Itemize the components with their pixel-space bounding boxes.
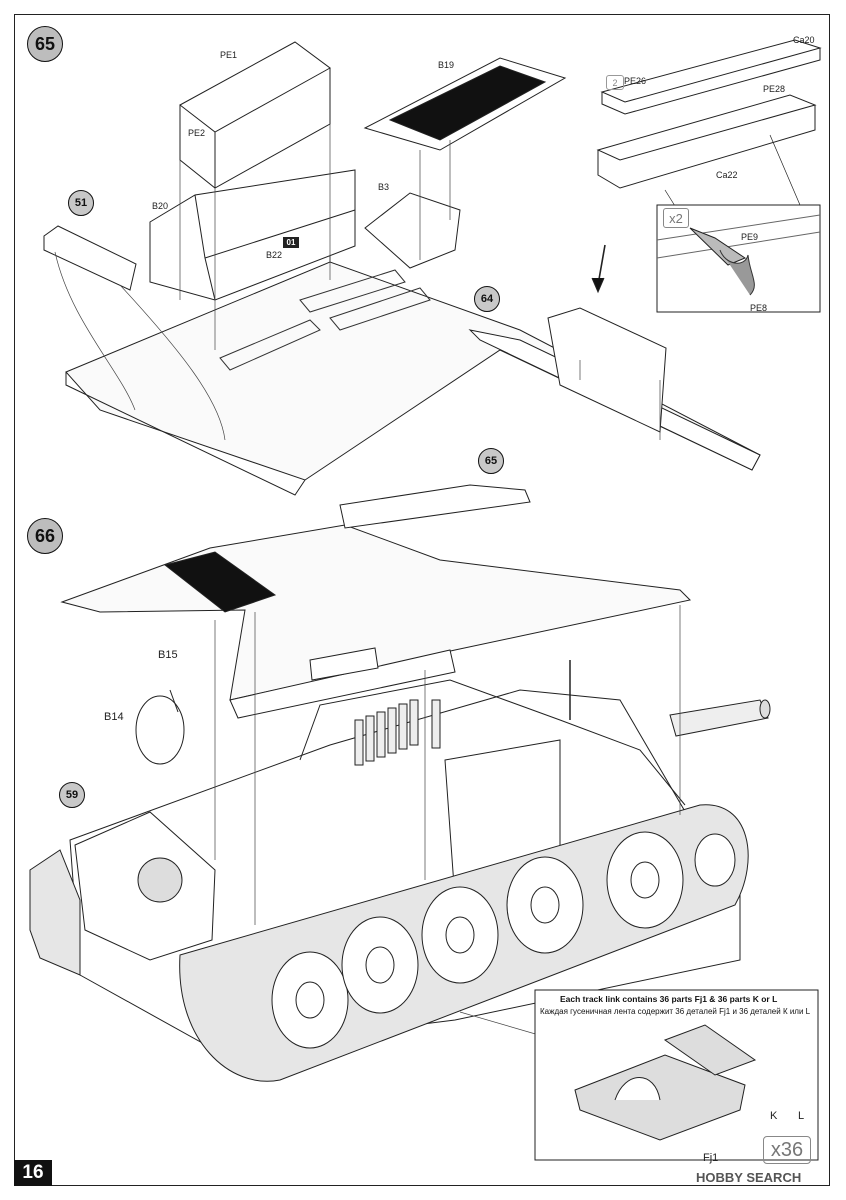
grille-pe1 <box>179 41 331 133</box>
label-b3: B3 <box>378 182 390 192</box>
label-pe1: PE1 <box>220 50 238 60</box>
label-b22: B22 <box>266 250 283 260</box>
label-ca22: Ca22 <box>716 170 738 180</box>
road-wheels <box>271 831 736 1049</box>
label-ca20: Ca20 <box>793 35 815 45</box>
ref-59: 59 <box>59 782 85 808</box>
track-left <box>29 849 81 976</box>
step-65-badge: 65 <box>27 26 63 62</box>
fender-box-right <box>547 307 667 433</box>
track-note-ru: Каждая гусеничная лента содержит 36 дета… <box>540 1007 811 1016</box>
label-pe2: PE2 <box>188 128 206 138</box>
watermark: HOBBY SEARCH <box>696 1170 802 1185</box>
hatch-b14 <box>135 695 185 765</box>
page-frame <box>14 14 830 1186</box>
roof-grille <box>163 551 277 613</box>
ref-65: 65 <box>478 448 504 474</box>
label-b19: B19 <box>438 60 455 70</box>
label-b20: B20 <box>152 201 169 211</box>
track-note-en: Each track link contains 36 parts Fj1 & … <box>560 994 778 1004</box>
part-ca20 <box>600 39 822 103</box>
label-pe8: PE8 <box>750 303 768 313</box>
page-number: 16 <box>14 1160 52 1186</box>
label-pe9: PE9 <box>741 232 759 242</box>
track-link <box>574 1024 757 1141</box>
hatch-b3 <box>364 192 461 269</box>
label-pe26: PE26 <box>624 76 647 86</box>
label-pe28: PE28 <box>763 84 786 94</box>
multiplier-x2: x2 <box>663 208 689 228</box>
label-l: L <box>798 1110 805 1122</box>
label-b14: B14 <box>104 711 124 723</box>
fender-box-51 <box>43 225 137 291</box>
gun-barrel <box>669 699 769 737</box>
label-b15: B15 <box>158 649 178 661</box>
flag-01: 01 <box>283 237 299 248</box>
ammo-rack <box>354 699 441 766</box>
label-k: K <box>770 1110 778 1122</box>
grille-b19-mesh <box>388 65 547 141</box>
multiplier-x36: x36 <box>763 1136 811 1164</box>
step-66-badge: 66 <box>27 518 63 554</box>
multiplier-x2-small: 2 <box>606 75 624 90</box>
ref-64: 64 <box>474 286 500 312</box>
part-ca22 <box>596 94 817 161</box>
label-fj1: Fj1 <box>703 1152 719 1164</box>
ref-51: 51 <box>68 190 94 216</box>
